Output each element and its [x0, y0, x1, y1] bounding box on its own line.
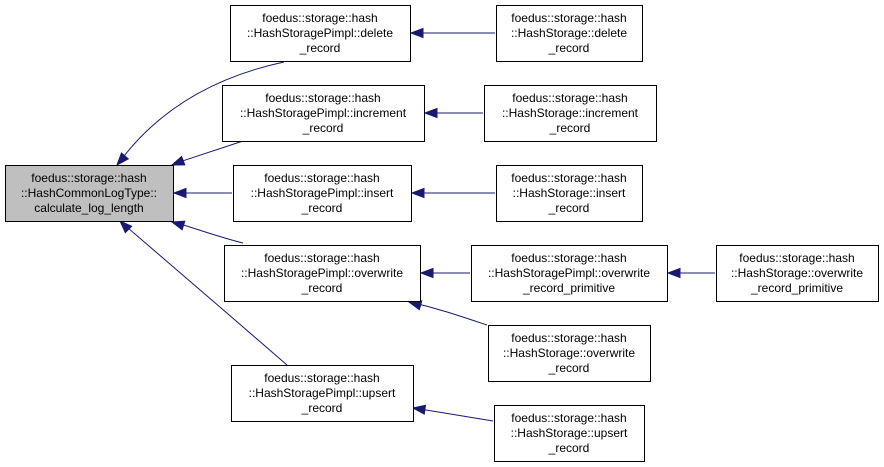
arrowhead-icon [410, 187, 425, 199]
node-box [231, 365, 414, 422]
node-label-line: _record [302, 121, 344, 135]
node-label-line: foedus::storage::hash [511, 171, 626, 185]
node-impl-insert[interactable]: foedus::storage::hash::HashStoragePimpl:… [233, 165, 412, 222]
node-label-line: _record [549, 121, 591, 135]
node-label-line: ::HashStorage::increment [502, 106, 639, 120]
node-label-line: ::HashStorage::upsert [511, 426, 628, 440]
node-impl-increment[interactable]: foedus::storage::hash::HashStoragePimpl:… [222, 85, 425, 142]
arrowhead-icon [419, 267, 434, 279]
arrowhead-icon [172, 187, 187, 199]
node-label-line: ::HashStorage::overwrite [503, 346, 635, 360]
node-box [494, 405, 645, 462]
node-hs-overwrite[interactable]: foedus::storage::hash::HashStorage::over… [488, 325, 651, 382]
edge-impl-delete-to-root [116, 61, 285, 167]
arrowhead-icon [666, 267, 681, 279]
node-label-line: foedus::storage::hash [511, 331, 626, 345]
nodes-layer: foedus::storage::hash::HashCommonLogType… [5, 5, 879, 462]
node-label-line: foedus::storage::hash [739, 251, 854, 265]
arrowhead-icon [411, 404, 427, 415]
node-label-line: foedus::storage::hash [265, 91, 380, 105]
node-label-line: foedus::storage::hash [264, 251, 379, 265]
node-label-line: foedus::storage::hash [264, 171, 379, 185]
node-hs-overwrite-prim[interactable]: foedus::storage::hash::HashStorage::over… [716, 245, 879, 302]
node-label-line: foedus::storage::hash [511, 11, 626, 25]
node-label-line: _record_primitive [522, 281, 615, 295]
node-label-line: _record [301, 281, 343, 295]
edges-layer [116, 27, 715, 422]
edge-hs-increment-to-impl-increment [423, 107, 483, 119]
edge-impl-increment-to-root [170, 140, 244, 166]
node-label-line: _record [301, 201, 343, 215]
node-label-line: ::HashStoragePimpl::upsert [249, 386, 396, 400]
node-box [471, 245, 668, 302]
node-label-line: foedus::storage::hash [31, 171, 146, 185]
node-label-line: _record [548, 201, 590, 215]
node-hs-delete[interactable]: foedus::storage::hash::HashStorage::dele… [496, 5, 643, 62]
node-label-line: _record [548, 361, 590, 375]
node-label-line: foedus::storage::hash [512, 91, 627, 105]
node-box [233, 165, 412, 222]
arrowhead-icon [116, 152, 130, 167]
node-label-line: ::HashStoragePimpl::increment [240, 106, 407, 120]
edge-hs-delete-to-impl-delete [409, 27, 495, 39]
edge-line [117, 61, 285, 165]
node-hs-insert[interactable]: foedus::storage::hash::HashStorage::inse… [496, 165, 643, 222]
node-hs-increment[interactable]: foedus::storage::hash::HashStorage::incr… [484, 85, 657, 142]
node-root: foedus::storage::hash::HashCommonLogType… [5, 165, 174, 222]
node-label-line: ::HashStoragePimpl::overwrite [488, 266, 650, 280]
arrowhead-icon [407, 300, 423, 311]
node-label-line: _record [299, 41, 341, 55]
edge-impl-upsert-to-root [118, 219, 288, 366]
node-box [230, 5, 411, 62]
node-label-line: _record [301, 401, 343, 415]
node-impl-overwrite[interactable]: foedus::storage::hash::HashStoragePimpl:… [224, 245, 421, 302]
node-label-line: foedus::storage::hash [264, 371, 379, 385]
node-box [222, 85, 425, 142]
node-box [224, 245, 421, 302]
node-label-line: foedus::storage::hash [511, 251, 626, 265]
node-box [5, 165, 174, 222]
arrowhead-icon [170, 155, 186, 166]
edge-hs-insert-to-impl-insert [410, 187, 495, 199]
node-label-line: foedus::storage::hash [262, 11, 377, 25]
edge-hs-overwrite-prim-to-impl-overwrite-prim [666, 267, 715, 279]
node-label-line: _record_primitive [750, 281, 843, 295]
node-label-line: _record [548, 41, 590, 55]
edge-impl-insert-to-root [172, 187, 232, 199]
node-label-line: ::HashStorage::overwrite [731, 266, 863, 280]
edge-hs-upsert-to-impl-upsert [411, 404, 494, 422]
edge-line [413, 407, 494, 422]
node-box [496, 5, 643, 62]
node-box [488, 325, 651, 382]
node-box [716, 245, 879, 302]
edge-hs-overwrite-to-impl-overwrite [407, 300, 488, 326]
edge-impl-overwrite-prim-to-impl-overwrite [419, 267, 470, 279]
node-label-line: _record [548, 441, 590, 455]
node-hs-upsert[interactable]: foedus::storage::hash::HashStorage::upse… [494, 405, 645, 462]
node-impl-upsert[interactable]: foedus::storage::hash::HashStoragePimpl:… [231, 365, 414, 422]
node-label-line: ::HashCommonLogType:: [21, 186, 157, 200]
node-box [496, 165, 643, 222]
arrowhead-icon [423, 107, 438, 119]
node-label-line: ::HashStorage::insert [513, 186, 626, 200]
edge-line [409, 301, 488, 326]
arrowhead-icon [118, 219, 133, 234]
arrowhead-icon [170, 220, 186, 231]
arrowhead-icon [409, 27, 424, 39]
node-label-line: ::HashStorage::delete [511, 26, 627, 40]
edge-impl-overwrite-to-root [170, 220, 244, 244]
node-label-line: foedus::storage::hash [511, 411, 626, 425]
node-impl-overwrite-prim[interactable]: foedus::storage::hash::HashStoragePimpl:… [471, 245, 668, 302]
node-label-line: ::HashStoragePimpl::overwrite [241, 266, 403, 280]
node-label-line: ::HashStoragePimpl::delete [247, 26, 393, 40]
node-label-line: ::HashStoragePimpl::insert [251, 186, 394, 200]
edge-line [120, 221, 288, 366]
node-box [484, 85, 657, 142]
node-impl-delete[interactable]: foedus::storage::hash::HashStoragePimpl:… [230, 5, 411, 62]
node-label-line: calculate_log_length [34, 201, 143, 215]
